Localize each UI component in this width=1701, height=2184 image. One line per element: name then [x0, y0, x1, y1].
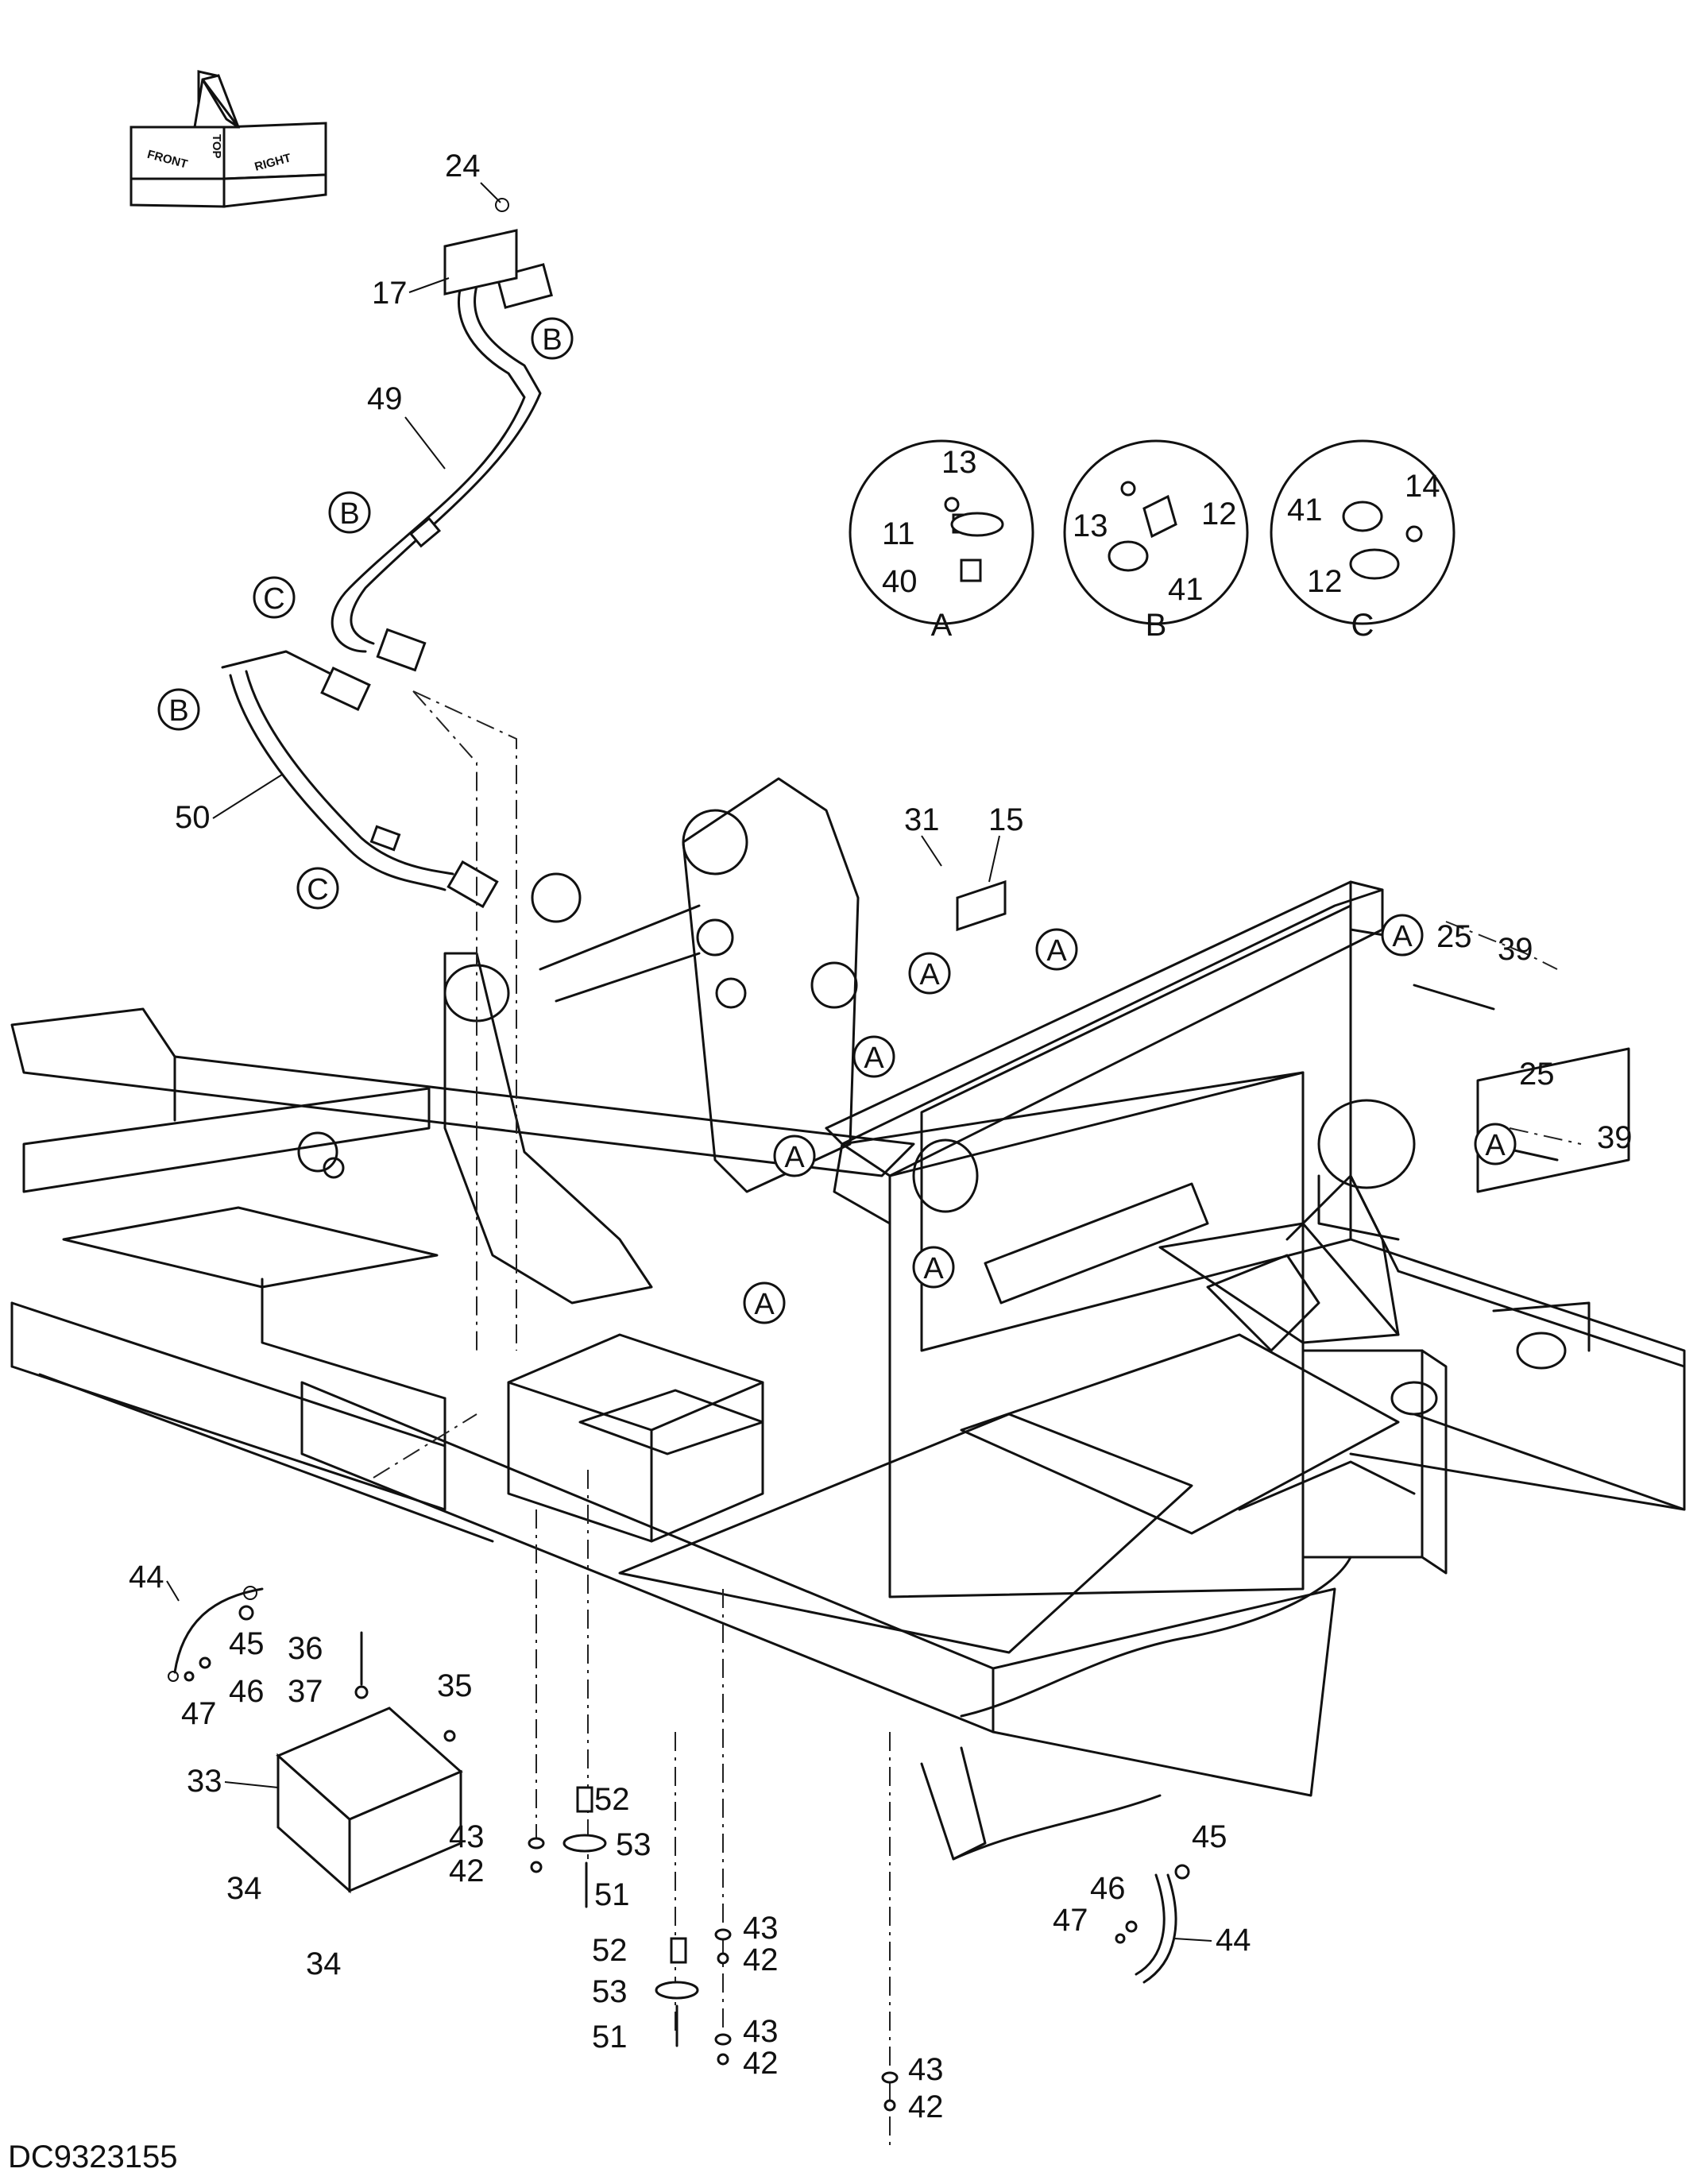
label-39-upper: 39 [1498, 932, 1533, 967]
detail-b-letter: B [1146, 608, 1167, 643]
label-51-upper: 51 [594, 1877, 630, 1912]
label-51-lower: 51 [592, 2020, 628, 2055]
svg-text:A: A [1392, 920, 1413, 953]
label-39-lower: 39 [1597, 1120, 1633, 1155]
detail-view-b [1063, 439, 1249, 625]
detail-a-part-40: 40 [882, 564, 918, 599]
bubble-c-1: C [253, 576, 296, 619]
detail-a-letter: A [931, 608, 953, 643]
svg-text:A: A [923, 1252, 944, 1285]
detail-c-part-41: 41 [1287, 493, 1323, 528]
label-50: 50 [175, 800, 211, 835]
orientation-label-top: TOP [210, 134, 223, 159]
svg-text:C: C [307, 873, 328, 906]
label-15: 15 [988, 802, 1024, 837]
svg-text:A: A [864, 1042, 884, 1075]
label-45-right: 45 [1192, 1819, 1227, 1854]
detail-b-part-41: 41 [1168, 572, 1204, 607]
label-43-a: 43 [449, 1819, 485, 1854]
ground-strap-44-left [168, 1586, 264, 1682]
label-34-lower: 34 [306, 1946, 342, 1981]
label-42-c: 42 [743, 2046, 779, 2081]
part-callouts: 24 17 49 50 31 15 25 39 25 39 44 45 46 4… [129, 149, 1633, 2124]
harness-50 [221, 650, 499, 909]
svg-text:B: B [339, 497, 359, 531]
label-47-left: 47 [181, 1696, 217, 1731]
detail-c-part-12: 12 [1307, 564, 1343, 599]
label-25-lower: 25 [1519, 1057, 1555, 1092]
label-31: 31 [904, 802, 940, 837]
label-47-right: 47 [1053, 1903, 1088, 1938]
harness-49 [331, 263, 553, 672]
label-42-a: 42 [449, 1854, 485, 1888]
detail-b-part-13: 13 [1073, 508, 1108, 543]
detail-a-part-13: 13 [941, 445, 977, 480]
bubble-a-7: A [912, 1246, 955, 1289]
detail-c-part-14: 14 [1405, 469, 1440, 504]
svg-text:A: A [754, 1288, 775, 1321]
label-49: 49 [367, 381, 403, 416]
label-17: 17 [372, 276, 408, 311]
label-44-right: 44 [1216, 1923, 1251, 1958]
label-25-upper: 25 [1436, 919, 1472, 954]
label-53-lower: 53 [592, 1974, 628, 2009]
bubble-c-2: C [296, 867, 339, 910]
label-34-upper: 34 [226, 1871, 262, 1906]
label-43-c: 43 [743, 2014, 779, 2049]
bubble-a-6: A [1474, 1123, 1517, 1165]
svg-text:B: B [168, 694, 188, 728]
detail-b-part-12: 12 [1201, 497, 1237, 532]
cover-plate-33 [276, 1707, 463, 1894]
bubble-a-3: A [1381, 914, 1424, 957]
label-52-upper: 52 [594, 1782, 630, 1817]
label-52-lower: 52 [592, 1933, 628, 1968]
label-44-left: 44 [129, 1560, 164, 1595]
bracket-17 [443, 198, 518, 296]
bubble-a-1: A [908, 952, 951, 995]
svg-text:A: A [1485, 1129, 1506, 1162]
svg-text:A: A [919, 958, 940, 991]
bubble-a-2: A [1035, 928, 1078, 971]
label-37: 37 [288, 1674, 323, 1709]
frame-drawing [10, 777, 1686, 1861]
ground-strap-44-right [1135, 1873, 1177, 1984]
label-24: 24 [445, 149, 481, 184]
label-53-upper: 53 [616, 1827, 651, 1862]
drawing-code: DC9323155 [8, 2140, 178, 2174]
assembly-leader-lines [373, 690, 1582, 2145]
label-43-b: 43 [743, 1911, 779, 1946]
svg-text:C: C [263, 582, 284, 616]
label-36: 36 [288, 1631, 323, 1666]
label-46-left: 46 [229, 1674, 265, 1709]
bubble-b-2: B [328, 491, 371, 534]
label-42-b: 42 [743, 1942, 779, 1977]
bubble-a-4: A [852, 1035, 895, 1078]
bubble-b-3: B [157, 688, 200, 731]
bubble-a-5: A [773, 1135, 816, 1177]
label-45-left: 45 [229, 1626, 265, 1661]
bubble-b-1: B [531, 317, 574, 360]
detail-view-a [849, 439, 1034, 625]
svg-text:A: A [784, 1141, 805, 1174]
label-42-d: 42 [908, 2089, 944, 2124]
label-46-right: 46 [1090, 1871, 1126, 1906]
detail-view-c [1270, 439, 1456, 625]
reference-bubbles: B B C B C A A A A A A A A [157, 317, 1517, 1324]
orientation-arrow-icon: FRONT TOP RIGHT [130, 70, 327, 208]
label-35: 35 [437, 1668, 473, 1703]
hardware-stacks [184, 879, 1559, 2112]
detail-a-part-11: 11 [882, 516, 915, 551]
label-43-d: 43 [908, 2052, 944, 2087]
detail-c-letter: C [1351, 608, 1374, 643]
svg-text:A: A [1046, 934, 1067, 968]
label-33: 33 [187, 1764, 222, 1799]
svg-text:B: B [542, 323, 562, 357]
bubble-a-8: A [743, 1281, 786, 1324]
